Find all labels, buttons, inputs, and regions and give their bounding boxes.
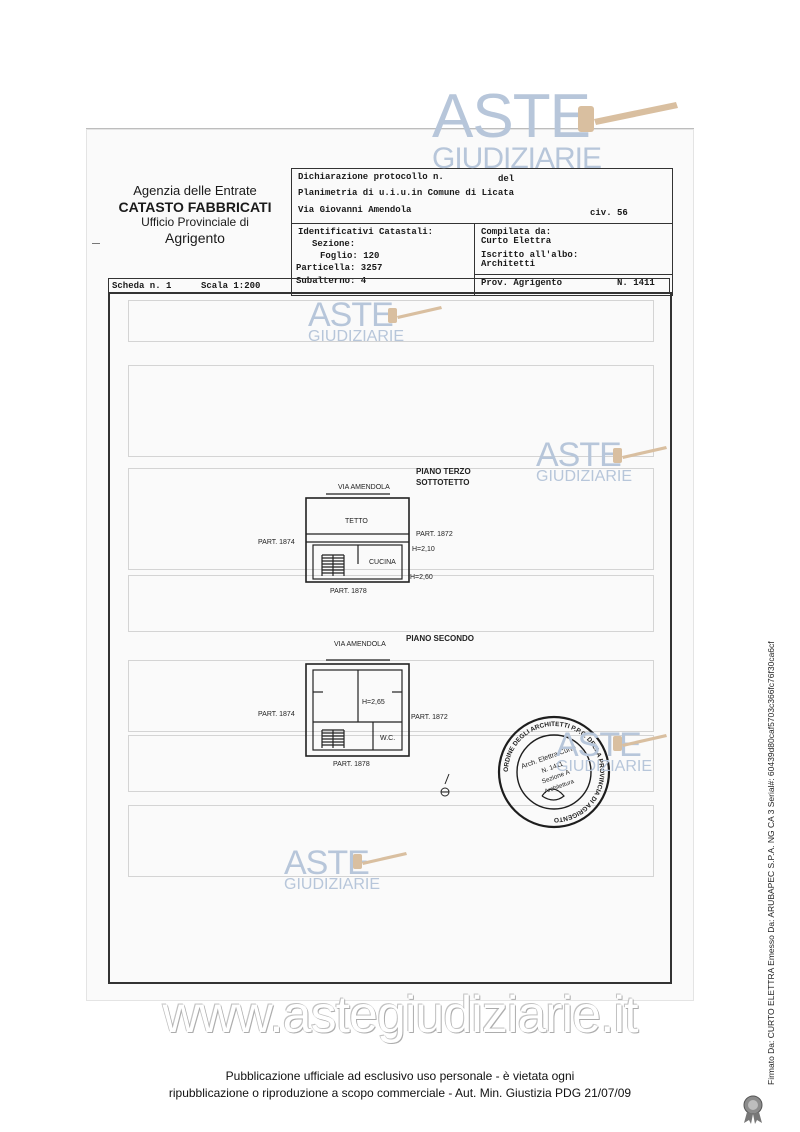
plan-secondo-part-left: PART. 1874 — [258, 711, 295, 718]
subalterno-value: Subalterno: 4 — [296, 276, 367, 286]
plan-terzo-part-bottom: PART. 1878 — [330, 588, 367, 595]
ghost-form-block — [128, 735, 654, 792]
plan-secondo-street: VIA AMENDOLA — [334, 641, 386, 648]
planimetria-label: Planimetria di u.i.u.in Comune di Licata — [298, 188, 515, 198]
compilatore-value: Curto Elettra — [481, 236, 552, 246]
ghost-form-block — [128, 300, 654, 342]
plan-secondo-height: H=2,65 — [362, 699, 385, 706]
plan-secondo-wc: W.C. — [380, 735, 396, 742]
provincia-value: Prov. Agrigento — [481, 278, 563, 288]
scheda-label: Scheda n. 1 — [112, 281, 172, 291]
plan-terzo-height-2: H=2,60 — [410, 574, 433, 581]
catasto-title: CATASTO FABBRICATI — [118, 198, 272, 215]
office-label: Ufficio Provinciale di — [141, 215, 249, 230]
plan-terzo-part-right: PART. 1872 — [416, 531, 453, 538]
numero-value: N. 1411 — [617, 278, 655, 288]
scanned-document-sheet — [86, 128, 694, 1001]
watermark-aste-mid: ASTE GIUDIZIARIE — [308, 296, 405, 345]
via-value: Via Giovanni Amendola — [298, 205, 412, 215]
scan-mark — [92, 243, 100, 244]
compilata-label: Compilata da: — [481, 227, 552, 237]
watermark-aste-right: ASTE GIUDIZIARIE — [536, 436, 633, 485]
gavel-icon — [613, 446, 667, 463]
gavel-icon — [613, 734, 667, 751]
scheda-row: Scheda n. 1 Scala 1:200 — [108, 278, 670, 293]
particella-value: Particella: 3257 — [296, 263, 383, 273]
del-label: del — [498, 174, 515, 184]
north-arrow-icon — [440, 773, 450, 797]
iscritto-label: Iscritto all'albo: — [481, 250, 579, 260]
plan-secondo-title: PIANO SECONDO — [406, 634, 475, 643]
compilata-section: Compilata da: Curto Elettra Iscritto all… — [475, 224, 672, 295]
watermark-aste-stamp: ASTE GIUDIZIARIE — [556, 726, 653, 775]
plan-terzo-part-left: PART. 1874 — [258, 539, 295, 546]
floor-plans-drawing — [305, 493, 450, 797]
scala-label: Scala 1:200 — [201, 281, 261, 291]
watermark-aste-top: ASTE GIUDIZIARIE — [432, 82, 602, 175]
agency-block: Agenzia delle Entrate CATASTO FABBRICATI… — [100, 183, 290, 247]
foglio-value: Foglio: 120 — [320, 251, 380, 261]
civico-value: civ. 56 — [590, 208, 628, 218]
ghost-form-block — [128, 660, 654, 732]
cadastral-header-box: Dichiarazione protocollo n. del Planimet… — [291, 168, 673, 296]
ghost-form-block — [128, 575, 654, 632]
publication-footer: Pubblicazione ufficiale ad esclusivo uso… — [100, 1068, 700, 1102]
plan-secondo-part-bottom: PART. 1878 — [333, 761, 370, 768]
sezione-label: Sezione: — [312, 239, 356, 249]
ghost-form-block — [128, 365, 654, 457]
gavel-icon — [353, 852, 407, 869]
plan-terzo — [305, 493, 410, 583]
dichiarazione-label: Dichiarazione protocollo n. — [298, 172, 444, 182]
digital-signature-text: Firmato Da: CURTO ELETTRA Emesso Da: ARU… — [766, 641, 776, 1085]
plan-terzo-street: VIA AMENDOLA — [338, 484, 390, 491]
gavel-icon — [388, 306, 442, 323]
stamp-emblem-icon — [541, 788, 565, 801]
plan-secondo-part-right: PART. 1872 — [411, 714, 448, 721]
watermark-aste-bottom: ASTE GIUDIZIARIE — [284, 844, 381, 893]
ghost-form-block — [128, 468, 654, 570]
plan-terzo-subtitle: SOTTOTETTO — [416, 478, 470, 487]
identificativi-label: Identificativi Catastali: — [298, 227, 434, 237]
architect-stamp: ORDINE DEGLI ARCHITETTI P.P.C. DELLA PRO… — [497, 715, 611, 829]
albo-value: Architetti — [481, 259, 536, 269]
plan-terzo-tetto: TETTO — [345, 518, 368, 525]
plan-secondo — [305, 659, 410, 757]
plan-terzo-cucina: CUCINA — [369, 559, 396, 566]
plan-terzo-title: PIANO TERZO — [416, 467, 471, 476]
planimetry-frame — [108, 292, 672, 984]
site-watermark: www.astegiudiziarie.it — [162, 986, 638, 1044]
footer-line-1: Pubblicazione ufficiale ad esclusivo uso… — [225, 1069, 575, 1083]
plan-terzo-height-1: H=2,10 — [412, 546, 435, 553]
office-city: Agrigento — [165, 229, 225, 246]
gavel-icon — [578, 102, 678, 132]
ghost-form-block — [128, 805, 654, 877]
certificate-seal-icon — [743, 1095, 763, 1124]
header-top-section: Dichiarazione protocollo n. del Planimet… — [292, 169, 672, 224]
agency-name: Agenzia delle Entrate — [133, 183, 257, 198]
identificativi-section: Identificativi Catastali: Sezione: Fogli… — [292, 224, 475, 295]
footer-line-2: ripubblicazione o riproduzione a scopo c… — [168, 1086, 632, 1100]
